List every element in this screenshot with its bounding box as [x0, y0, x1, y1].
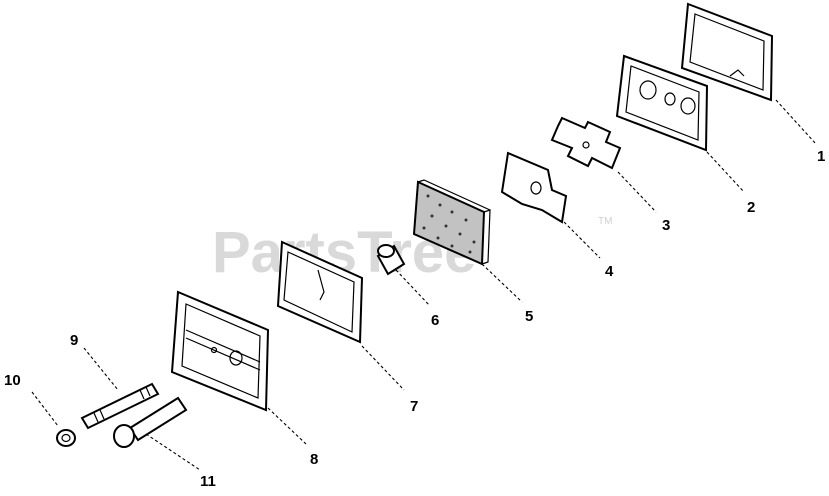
part-4-bracket[interactable] [500, 151, 568, 224]
callout-5: 5 [525, 308, 533, 325]
callout-2: 2 [747, 199, 755, 216]
part-9-stud[interactable] [80, 382, 160, 430]
callout-9: 9 [70, 332, 78, 349]
part-7-gasket[interactable] [276, 240, 364, 344]
part-2-plate[interactable] [615, 54, 709, 152]
leader-lines [31, 99, 817, 471]
part-11-bolt[interactable] [113, 396, 188, 448]
part-10-nut[interactable] [56, 429, 76, 447]
part-1-gasket[interactable] [680, 2, 774, 102]
callout-1: 1 [817, 148, 825, 165]
callout-11: 11 [200, 473, 216, 490]
part-5-filter-element[interactable] [412, 179, 491, 266]
callout-6: 6 [431, 312, 439, 329]
callout-labels: 1 2 3 4 5 6 7 8 9 10 11 [4, 148, 825, 490]
callout-10: 10 [4, 372, 21, 389]
callout-8: 8 [310, 451, 318, 468]
callout-3: 3 [662, 217, 670, 234]
callout-7: 7 [410, 398, 418, 415]
part-8-cover[interactable] [170, 290, 270, 412]
part-6-bushing[interactable] [376, 244, 406, 276]
watermark-trademark: TM [598, 216, 612, 227]
callout-4: 4 [605, 263, 614, 280]
part-3-cross-plate[interactable] [550, 116, 622, 170]
